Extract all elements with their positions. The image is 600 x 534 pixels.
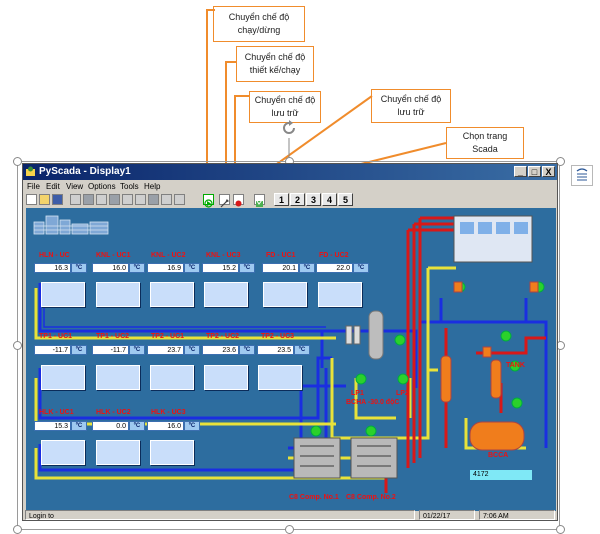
image-icon[interactable] [148, 194, 159, 205]
callout-save-mode-2: Chuyển chế độ lưu trữ [371, 89, 451, 123]
frame-icon[interactable] [174, 194, 185, 205]
design-run-icon[interactable] [219, 194, 230, 208]
copy-icon[interactable] [83, 194, 94, 205]
resize-handle-tl[interactable] [13, 157, 22, 166]
resize-handle-tr[interactable] [556, 157, 565, 166]
scada-canvas: HLN - UC 16.3 ºC KNL - UC1 16.0 ºC KNL -… [26, 208, 556, 511]
page-button-3[interactable]: 3 [306, 193, 321, 206]
comp1-label: C8 Comp. No.1 [289, 494, 339, 501]
text-icon[interactable] [135, 194, 146, 205]
cut-icon[interactable] [70, 194, 81, 205]
bcca-tank [469, 421, 525, 451]
save-data-icon[interactable] [254, 194, 265, 207]
menu-edit[interactable]: Edit [46, 182, 60, 191]
layout-options-icon[interactable] [571, 165, 593, 186]
callout-choose-page: Chọn trang Scada [446, 127, 524, 159]
status-bar: Login to 01/22/17 7:06 AM [23, 510, 557, 521]
draw-icon[interactable] [122, 194, 133, 205]
title-bar: PyScada - Display1 _ □ X [23, 164, 557, 180]
window-title: PyScada - Display1 [39, 166, 131, 177]
open-folder-icon[interactable] [39, 194, 50, 205]
callout-run-stop: Chuyển chế độ chạy/dừng [213, 6, 305, 42]
app-icon [25, 166, 36, 177]
rotate-handle-icon[interactable] [279, 118, 299, 138]
save-icon[interactable] [52, 194, 63, 205]
menu-tools[interactable]: Tools [120, 182, 139, 191]
numeric-readout: 4172 [470, 470, 532, 480]
comp2-label: C8 Comp. No.2 [346, 494, 396, 501]
compressor-1 [293, 437, 341, 479]
page-button-2[interactable]: 2 [290, 193, 305, 206]
status-date: 01/22/17 [419, 510, 475, 520]
separator-vessel [368, 310, 384, 360]
callout-design-run: Chuyển chế độ thiết kế/chạy [236, 46, 314, 82]
bcca-label: BCCA [488, 452, 509, 459]
pyscada-window: PyScada - Display1 _ □ X File Edit View … [22, 163, 558, 521]
status-login: Login to [25, 510, 415, 520]
close-button[interactable]: X [542, 166, 555, 177]
toolbar: 1 2 3 4 5 [23, 193, 557, 208]
menu-options[interactable]: Options [88, 182, 116, 191]
status-time: 7:06 AM [479, 510, 555, 520]
resize-handle-ml[interactable] [13, 341, 22, 350]
page-button-4[interactable]: 4 [322, 193, 337, 206]
new-file-icon[interactable] [26, 194, 37, 205]
page-button-5[interactable]: 5 [338, 193, 353, 206]
record-icon[interactable] [233, 194, 244, 207]
receiver-left [440, 355, 452, 403]
bcha-label: BCHA -30.0 độC [346, 399, 400, 406]
compressor-2 [350, 437, 398, 479]
receiver-right [490, 359, 502, 399]
lp2-label: LP2 [396, 390, 409, 397]
menu-view[interactable]: View [66, 182, 84, 191]
menu-bar: File Edit View Options Tools Help [23, 180, 557, 193]
delete-icon[interactable] [109, 194, 120, 205]
maximize-button[interactable]: □ [528, 166, 541, 177]
menu-file[interactable]: File [27, 182, 40, 191]
menu-help[interactable]: Help [144, 182, 161, 191]
minimize-button[interactable]: _ [514, 166, 527, 177]
grid-icon[interactable] [161, 194, 172, 205]
run-stop-icon[interactable] [203, 194, 214, 208]
tank-right-label: TANK [506, 362, 525, 369]
page-button-1[interactable]: 1 [274, 193, 289, 206]
pipe-network [34, 215, 548, 493]
lp1-label: LP1 [351, 390, 364, 397]
company-logo [33, 215, 109, 235]
paste-icon[interactable] [96, 194, 107, 205]
